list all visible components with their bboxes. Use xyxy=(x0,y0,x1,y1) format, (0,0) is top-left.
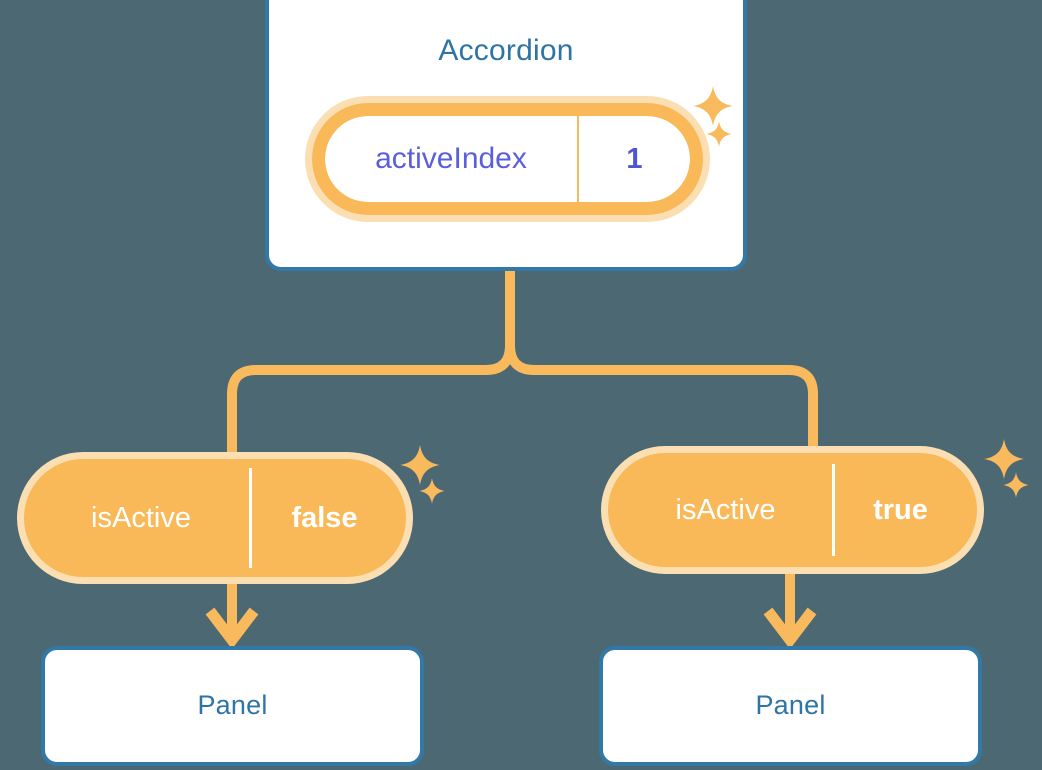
sparkle-small-icon xyxy=(1002,471,1030,499)
activeindex-state-value: 1 xyxy=(577,116,690,202)
right-pill-ring xyxy=(608,453,977,567)
sparkle-icon xyxy=(982,437,1026,481)
arrow-right-head xyxy=(763,607,817,650)
panel-component-right[interactable]: Panel xyxy=(599,646,982,766)
right-isactive-state-value: true xyxy=(832,464,966,556)
left-isactive-state-key: isActive xyxy=(91,501,191,534)
right-isactive-state-key: isActive xyxy=(675,493,776,526)
left-isactive-state-value: false xyxy=(249,468,397,568)
activeindex-state-pill[interactable]: activeIndex 1 xyxy=(325,116,690,202)
accordion-title: Accordion xyxy=(438,34,574,67)
arrow-left-head xyxy=(205,607,259,650)
left-isactive-state-pill[interactable]: isActive false xyxy=(33,468,397,568)
arrow-left-group xyxy=(205,578,259,650)
connector-fork-left xyxy=(227,340,515,457)
panel-title-right: Panel xyxy=(755,689,826,720)
activeindex-state-key: activeIndex xyxy=(375,142,527,175)
arrow-right-group xyxy=(763,570,817,650)
connector-fork-right xyxy=(505,340,818,457)
sparkle-small-icon xyxy=(418,477,446,505)
sparkle-icon xyxy=(691,84,735,128)
left-pill-ring xyxy=(24,459,406,577)
sparkle-icon xyxy=(398,443,442,487)
sparkle-small-icon xyxy=(705,120,733,148)
panel-component-left[interactable]: Panel xyxy=(41,646,424,766)
right-isactive-state-pill[interactable]: isActive true xyxy=(619,464,966,556)
panel-title-left: Panel xyxy=(197,689,268,720)
